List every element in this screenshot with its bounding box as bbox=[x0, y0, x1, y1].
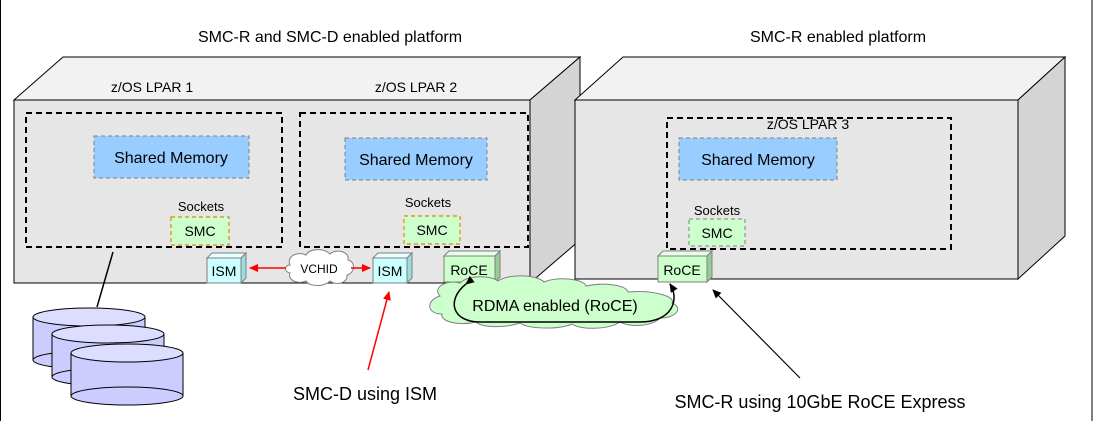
ism-adapter-lpar1: ISM bbox=[205, 251, 248, 285]
svg-text:SMC: SMC bbox=[416, 222, 447, 238]
smc-d-callout-arrow bbox=[367, 291, 391, 371]
disk-stack bbox=[32, 307, 184, 406]
rdma-label: RDMA enabled (RoCE) bbox=[472, 298, 637, 315]
lpar2-label: z/OS LPAR 2 bbox=[375, 79, 457, 95]
lpar3-shared-memory: Shared Memory bbox=[678, 137, 838, 181]
lpar2-smc: SMC bbox=[403, 215, 461, 245]
svg-text:RoCE: RoCE bbox=[663, 262, 700, 278]
svg-text:SMC: SMC bbox=[701, 225, 732, 241]
vchid-label: VCHID bbox=[300, 262, 338, 276]
smc-r-callout-arrow bbox=[712, 289, 801, 379]
lpar1-smc: SMC bbox=[170, 216, 230, 246]
smc-r-callout-label: SMC-R using 10GbE RoCE Express bbox=[674, 392, 965, 412]
svg-text:Shared Memory: Shared Memory bbox=[701, 152, 815, 169]
svg-text:ISM: ISM bbox=[212, 263, 237, 279]
platform-left-title: SMC-R and SMC-D enabled platform bbox=[198, 29, 462, 46]
platform-right-box bbox=[573, 55, 1067, 281]
svg-text:SMC: SMC bbox=[184, 223, 215, 239]
ism-adapter-lpar2: ISM bbox=[371, 251, 414, 285]
lpar1-label: z/OS LPAR 1 bbox=[111, 79, 193, 95]
lpar3-smc: SMC bbox=[688, 218, 746, 247]
roce-adapter-lpar3: RoCE bbox=[656, 249, 714, 284]
vchid-cloud: VCHID bbox=[285, 249, 354, 286]
lpar1-shared-memory: Shared Memory bbox=[93, 135, 250, 179]
disk-icon-3 bbox=[70, 343, 184, 406]
lpar3-box bbox=[666, 117, 952, 250]
svg-text:RoCE: RoCE bbox=[450, 262, 487, 278]
lpar2-shared-memory: Shared Memory bbox=[344, 137, 488, 181]
lpar1-box bbox=[25, 112, 283, 248]
svg-text:ISM: ISM bbox=[378, 263, 403, 279]
lpar3-sockets-label: Sockets bbox=[694, 203, 741, 218]
lpar2-sockets-label: Sockets bbox=[405, 195, 452, 210]
lpar2-box bbox=[299, 112, 529, 248]
svg-text:Shared Memory: Shared Memory bbox=[359, 152, 473, 169]
smc-d-callout-label: SMC-D using ISM bbox=[293, 384, 437, 404]
svg-text:Shared Memory: Shared Memory bbox=[114, 150, 228, 167]
lpar3-label: z/OS LPAR 3 bbox=[767, 116, 849, 132]
disk-connector bbox=[96, 251, 114, 308]
platform-right-title: SMC-R enabled platform bbox=[750, 29, 926, 46]
platform-left-box bbox=[12, 55, 582, 285]
rdma-link bbox=[453, 275, 678, 323]
lpar1-sockets-label: Sockets bbox=[178, 199, 225, 214]
